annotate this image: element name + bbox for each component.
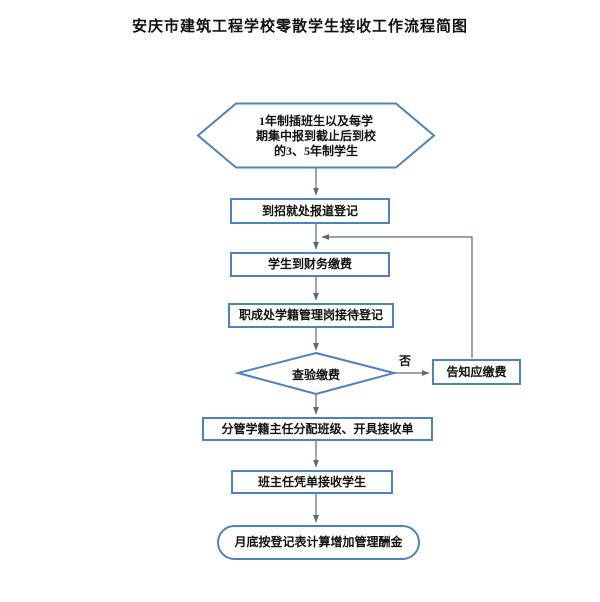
start-line-3: 的3、5年制学生	[273, 143, 358, 158]
flow-node-end: 月底按登记表计算增加管理酬金	[217, 525, 420, 560]
flow-node-reception: 职成处学籍管理岗接待登记	[228, 303, 394, 328]
flow-node-accept-student: 班主任凭单接收学生	[231, 470, 393, 494]
flow-node-verify-label: 查验缴费	[291, 368, 340, 382]
flow-node-pay-fees: 学生到财务缴费	[230, 252, 390, 277]
start-hexagon-shape	[196, 102, 436, 169]
flow-node-register: 到招就处报道登记	[230, 198, 390, 224]
start-line-2: 期集中报到截止后到校	[255, 128, 376, 143]
connector-notify-feedback-loop	[321, 234, 473, 358]
start-line-1: 1年制插班生以及每学	[258, 113, 373, 128]
branch-no-label: 否	[398, 354, 411, 368]
flow-node-notify: 告知应缴费	[432, 359, 521, 385]
page-title: 安庆市建筑工程学校零散学生接收工作流程简图	[131, 19, 468, 35]
flow-node-start: 1年制插班生以及每学 期集中报到截止后到校 的3、5年制学生	[236, 106, 396, 166]
flow-node-assign-class: 分管学籍主任分配班级、开具接收单	[202, 417, 433, 441]
